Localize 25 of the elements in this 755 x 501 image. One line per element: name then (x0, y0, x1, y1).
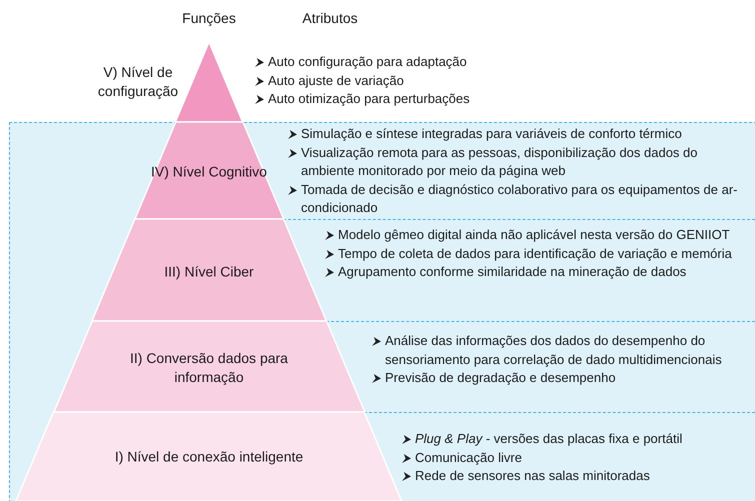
column-header: Atributos (302, 10, 358, 26)
level-label: IV) Nível Cognitivo (150, 162, 268, 182)
level-label: II) Conversão dados para informação (128, 349, 289, 387)
attribute-text: Visualização remota para as pessoas, disponibilização dos dados do ambiente monitorado por meio da página web (301, 144, 699, 180)
attribute-text: Previsão de degradação e desempenho (385, 369, 616, 387)
attribute-text: Análise das informações dos dados do desempenho do sensoriamento para correlação de dado multidimencionais (385, 332, 723, 369)
pyramid-layer (16, 412, 402, 501)
attribute-text: Auto configuração para adaptação (268, 53, 467, 71)
attribute-text: Agrupamento conforme similaridade na mineração de dados (338, 263, 686, 281)
pyramid-layer (54, 321, 364, 412)
attribute-text: Rede de sensores nas salas minitoradas (415, 467, 650, 485)
attribute-text: Auto otimização para perturbações (268, 90, 470, 108)
pyramid-layer (134, 122, 284, 219)
attribute-text: Modelo gêmeo digital ainda não aplicável nesta versão do GENIIOT (338, 226, 730, 244)
level-label: III) Nível Ciber (163, 262, 255, 282)
level-label: V) Nível de configuração (96, 63, 180, 101)
attribute-text: Simulação e síntese integradas para variáveis de conforto térmico (301, 125, 682, 143)
attribute-text: Auto ajuste de variação (268, 72, 404, 90)
column-header: Funções (182, 10, 236, 26)
level-label: I) Nível de conexão inteligente (114, 448, 304, 466)
attribute-text: Plug & Play - versões das placas fixa e portátil (415, 430, 682, 448)
attribute-text: Comunicação livre (415, 448, 522, 467)
attribute-text: Tempo de coleta de dados para identificação de variação e memória (338, 244, 732, 263)
pyramid-layer (92, 219, 326, 321)
attribute-text: Tomada de decisão e diagnóstico colaborativo para os equipamentos de ar-condicionado (301, 180, 738, 217)
